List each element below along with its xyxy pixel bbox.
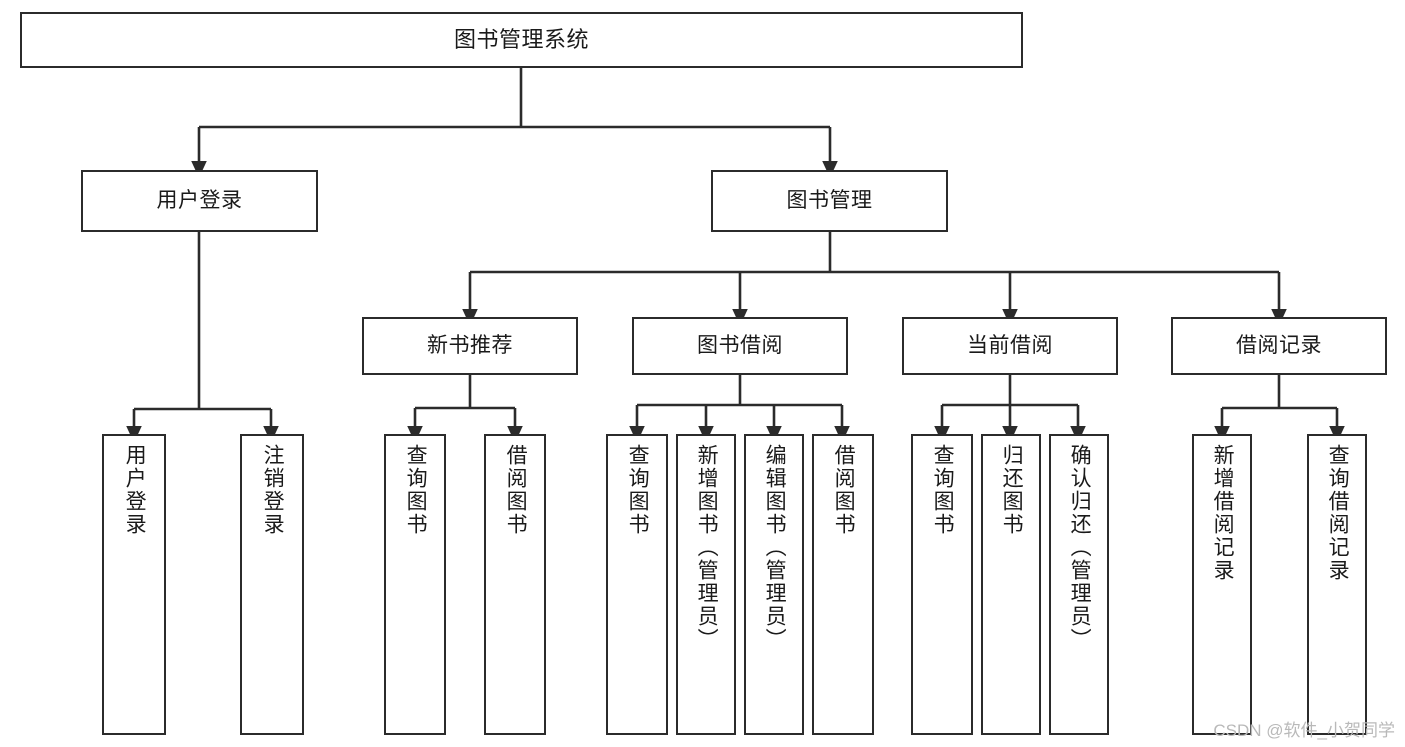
node-book-management[interactable]: 图书管理 <box>711 170 948 232</box>
node-label: 确认归还（管理员） <box>1068 444 1092 651</box>
leaf-query-borrow-record[interactable]: 查询借阅记录 <box>1307 434 1367 735</box>
node-label: 查询图书 <box>931 444 955 536</box>
node-label: 新书推荐 <box>427 333 513 357</box>
node-label: 借阅图书 <box>504 444 528 536</box>
node-label: 编辑图书（管理员） <box>763 444 787 651</box>
node-user-login[interactable]: 用户登录 <box>81 170 318 232</box>
leaf-return-book[interactable]: 归还图书 <box>981 434 1041 735</box>
node-label: 归还图书 <box>1000 444 1024 536</box>
node-label: 用户登录 <box>123 444 147 536</box>
node-label: 新增借阅记录 <box>1211 444 1235 582</box>
node-label: 查询图书 <box>404 444 428 536</box>
leaf-logout[interactable]: 注销登录 <box>240 434 304 735</box>
leaf-user-login[interactable]: 用户登录 <box>102 434 166 735</box>
leaf-borrow-book-under-new-book[interactable]: 借阅图书 <box>484 434 546 735</box>
node-label: 查询图书 <box>626 444 650 536</box>
leaf-query-book-under-borrow[interactable]: 查询图书 <box>606 434 668 735</box>
leaf-add-borrow-record[interactable]: 新增借阅记录 <box>1192 434 1252 735</box>
node-label: 图书管理 <box>786 188 873 212</box>
node-label: 查询借阅记录 <box>1326 444 1350 582</box>
leaf-query-book-under-current[interactable]: 查询图书 <box>911 434 973 735</box>
node-label: 新增图书（管理员） <box>695 444 719 651</box>
leaf-borrow-book-under-borrow[interactable]: 借阅图书 <box>812 434 874 735</box>
leaf-edit-book-admin[interactable]: 编辑图书（管理员） <box>744 434 804 735</box>
node-current-borrow[interactable]: 当前借阅 <box>902 317 1118 375</box>
watermark-text: CSDN @软件_小贺同学 <box>1213 721 1395 740</box>
leaf-query-book-under-new-book[interactable]: 查询图书 <box>384 434 446 735</box>
node-new-book-recommend[interactable]: 新书推荐 <box>362 317 578 375</box>
leaf-add-book-admin[interactable]: 新增图书（管理员） <box>676 434 736 735</box>
node-label: 借阅记录 <box>1236 333 1322 357</box>
node-book-borrow[interactable]: 图书借阅 <box>632 317 848 375</box>
node-borrow-record[interactable]: 借阅记录 <box>1171 317 1387 375</box>
node-root-library-system[interactable]: 图书管理系统 <box>20 12 1023 68</box>
node-label: 借阅图书 <box>832 444 856 536</box>
node-label: 当前借阅 <box>967 333 1053 357</box>
node-label: 图书管理系统 <box>453 27 589 53</box>
leaf-confirm-return-admin[interactable]: 确认归还（管理员） <box>1049 434 1109 735</box>
node-label: 注销登录 <box>261 444 285 536</box>
node-label: 图书借阅 <box>697 333 783 357</box>
node-label: 用户登录 <box>156 188 243 212</box>
